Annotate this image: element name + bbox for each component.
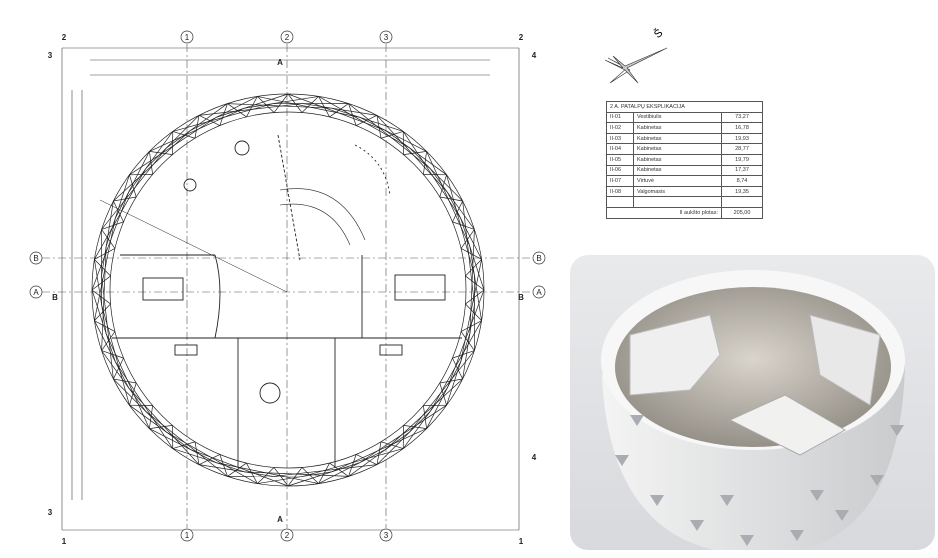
dome-window bbox=[890, 425, 904, 436]
axis-bottom-label: 2 bbox=[285, 531, 290, 540]
axis-top-bubble bbox=[379, 30, 393, 44]
axis-top-label: 3 bbox=[384, 33, 389, 42]
room-id: II-07 bbox=[606, 175, 634, 187]
room-name: Kabinetas bbox=[633, 153, 722, 166]
corner-mark: 4 bbox=[532, 453, 537, 462]
corner-mark: 1 bbox=[62, 537, 67, 546]
axis-bottom-label: 1 bbox=[185, 531, 190, 540]
axis-right-label: B bbox=[536, 254, 541, 263]
dome-window bbox=[650, 495, 664, 506]
room-name: Vestibiulis bbox=[633, 111, 722, 124]
dome-window bbox=[630, 415, 644, 426]
room-area: 73,27 bbox=[721, 111, 763, 124]
corner-mark: 4 bbox=[532, 51, 537, 60]
room-name: Valgomasis bbox=[633, 185, 722, 198]
dome-3d-render bbox=[570, 255, 935, 550]
dome-window bbox=[790, 530, 804, 541]
room-name: Kabinetas bbox=[633, 143, 722, 155]
dome-window bbox=[810, 490, 824, 501]
room-area: 19,35 bbox=[721, 185, 763, 198]
corner-mark: 3 bbox=[48, 51, 53, 60]
room-area: 16,78 bbox=[721, 122, 763, 134]
section-mark: A bbox=[277, 515, 283, 524]
room-name: Kabinetas bbox=[633, 164, 722, 177]
room-id: II-06 bbox=[606, 164, 634, 177]
axis-bottom-bubble bbox=[280, 528, 294, 542]
room-name: Virtuvė bbox=[633, 175, 722, 187]
axis-top-bubble bbox=[180, 30, 194, 44]
axis-right-bubble bbox=[532, 285, 546, 299]
room-area: 19,93 bbox=[721, 132, 763, 145]
room-id: II-01 bbox=[606, 111, 634, 124]
room-id: II-05 bbox=[606, 153, 634, 166]
corner-mark: 1 bbox=[519, 537, 524, 546]
axis-top-label: 2 bbox=[285, 33, 290, 42]
dome-window bbox=[615, 455, 629, 466]
axis-right-bubble bbox=[532, 251, 546, 265]
section-mark: B bbox=[518, 293, 524, 302]
corner-mark: 2 bbox=[519, 33, 524, 42]
table-title: 2 A. PATALPŲ EKSPLIKACIJA bbox=[606, 101, 763, 113]
corner-mark: 3 bbox=[48, 508, 53, 517]
room-area: 28,77 bbox=[721, 143, 763, 155]
axis-right-label: A bbox=[536, 288, 542, 297]
room-id: II-04 bbox=[606, 143, 634, 155]
corner-mark: 2 bbox=[62, 33, 67, 42]
axis-top-bubble bbox=[280, 30, 294, 44]
section-mark: A bbox=[277, 58, 283, 67]
section-mark: B bbox=[52, 293, 58, 302]
north-arrow-icon bbox=[604, 47, 668, 84]
axis-left-bubble bbox=[29, 251, 43, 265]
dome-render-image bbox=[601, 270, 905, 550]
room-id: II-08 bbox=[606, 185, 634, 198]
axis-bottom-bubble bbox=[180, 528, 194, 542]
room-area: 19,79 bbox=[721, 153, 763, 166]
axis-bottom-bubble bbox=[379, 528, 393, 542]
room-area: 17,37 bbox=[721, 164, 763, 177]
room-id: II-02 bbox=[606, 122, 634, 134]
axis-top-label: 1 bbox=[185, 33, 190, 42]
table-total-row: II aukšto plotas: 205,00 bbox=[606, 206, 763, 219]
room-area: 8,74 bbox=[721, 175, 763, 187]
axis-bottom-label: 3 bbox=[384, 531, 389, 540]
dome-window bbox=[835, 510, 849, 521]
room-name: Kabinetas bbox=[633, 132, 722, 145]
axis-left-label: B bbox=[33, 254, 38, 263]
dome-window bbox=[870, 475, 884, 486]
dome-window bbox=[720, 495, 734, 506]
room-name: Kabinetas bbox=[633, 122, 722, 134]
axis-left-bubble bbox=[29, 285, 43, 299]
total-value: 205,00 bbox=[721, 206, 763, 219]
dome-window bbox=[740, 535, 754, 546]
axis-left-label: A bbox=[33, 288, 39, 297]
dome-window bbox=[690, 520, 704, 531]
total-label: II aukšto plotas: bbox=[606, 206, 722, 219]
room-id: II-03 bbox=[606, 132, 634, 145]
north-arrow: Š bbox=[604, 27, 675, 88]
